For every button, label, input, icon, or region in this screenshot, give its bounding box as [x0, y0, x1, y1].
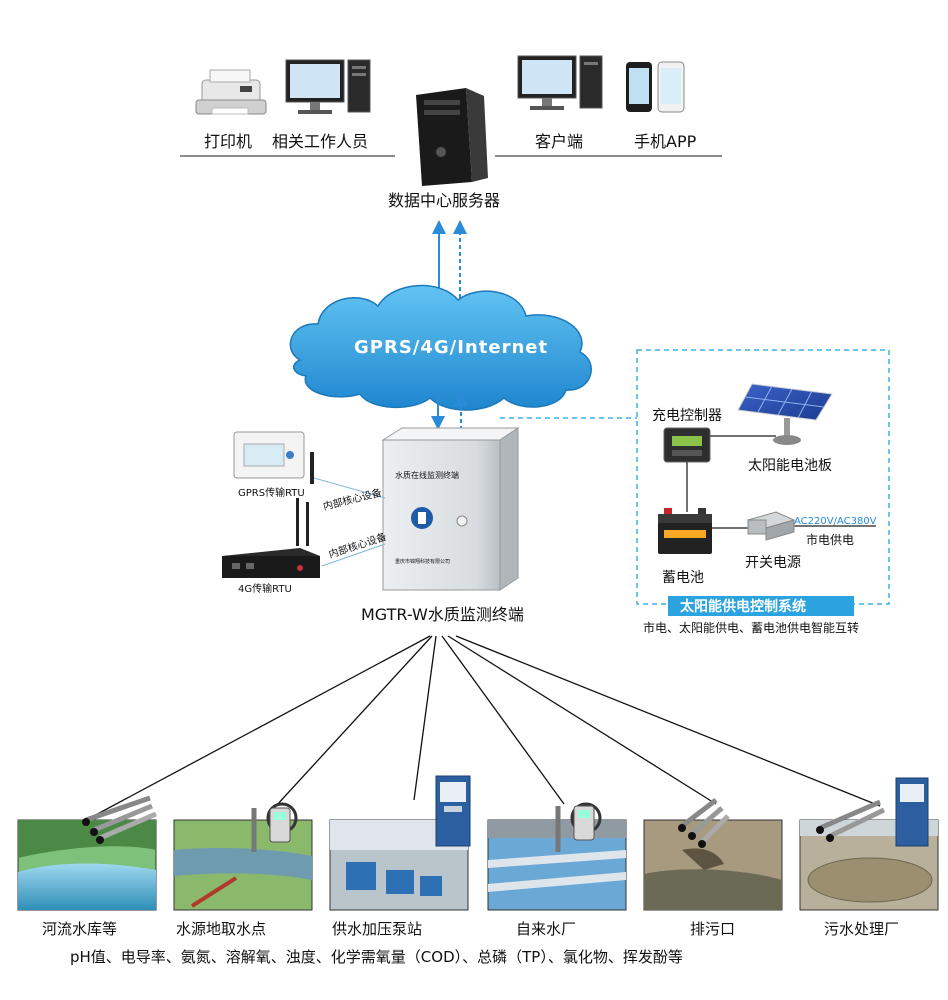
- core-label-2: 内部核心设备: [327, 530, 388, 561]
- staff-computer-icon: [285, 59, 371, 114]
- battery-icon: [658, 508, 712, 554]
- server-label: 数据中心服务器: [388, 191, 500, 210]
- system-desc: 市电、太阳能供电、蓄电池供电智能互转: [643, 620, 859, 635]
- solar-panel-label: 太阳能电池板: [748, 458, 832, 474]
- parameters-text: pH值、电导率、氨氮、溶解氧、浊度、化学需氧量（COD）、总磷（TP）、氯化物、…: [70, 948, 683, 966]
- charge-controller-label: 充电控制器: [652, 408, 722, 424]
- mobile-app-label: 手机APP: [634, 132, 697, 151]
- lte-rtu-label: 4G传输RTU: [238, 582, 292, 595]
- probe-cluster-icon: [82, 795, 157, 844]
- cabinet-label: 水质在线监测终端: [395, 470, 459, 480]
- analyzer-cabinet-icon: [435, 775, 471, 847]
- site-photo-river: [17, 819, 157, 911]
- site-label-1: 河流水库等: [42, 920, 117, 938]
- system-title-badge: [668, 596, 854, 616]
- solar-panel-icon: [737, 383, 833, 445]
- gprs-rtu-icon: [233, 431, 314, 484]
- printer-label: 打印机: [204, 132, 252, 151]
- mobile-phone-icon: [626, 61, 685, 113]
- gprs-rtu-link: [313, 477, 386, 499]
- system-title: 太阳能供电控制系统: [680, 598, 806, 615]
- site-label-6: 污水处理厂: [824, 920, 899, 938]
- analyzer-cabinet-icon-2: [895, 777, 929, 847]
- charge-controller-icon: [663, 427, 711, 463]
- uplink-arrow-dashed: [453, 220, 467, 305]
- client-computer-icon: [517, 55, 603, 110]
- grid-voltage-label: AC220V/AC380V: [794, 516, 877, 527]
- site-label-4: 自来水厂: [516, 920, 576, 938]
- site-label-5: 排污口: [690, 920, 735, 938]
- core-label-1: 内部核心设备: [322, 486, 383, 513]
- site-label-2: 水源地取水点: [176, 920, 266, 938]
- monitoring-cabinet: [381, 427, 520, 591]
- terminal-name: MGTR-W水质监测终端: [361, 605, 524, 624]
- switch-power-icon: [746, 511, 796, 541]
- staff-label: 相关工作人员: [272, 132, 368, 151]
- battery-label: 蓄电池: [662, 570, 704, 586]
- cloud-label: GPRS/4G/Internet: [354, 337, 548, 358]
- downlink-arrow-dashed: [454, 392, 468, 430]
- client-label: 客户端: [535, 132, 583, 151]
- site-label-3: 供水加压泵站: [332, 920, 422, 938]
- controller-panel-link: [686, 435, 876, 529]
- probe-cluster-icon-3: [816, 799, 886, 842]
- site-photo-water-source: [173, 819, 313, 911]
- handheld-meter-icon: [251, 802, 298, 852]
- server-icon: [416, 88, 488, 186]
- lte-rtu-link: [321, 543, 386, 567]
- handheld-meter-icon-2: [555, 802, 602, 852]
- downlink-arrow-solid: [431, 392, 445, 430]
- printer-icon: [195, 69, 267, 115]
- fan-lines: [89, 635, 881, 819]
- probe-cluster-icon-2: [678, 798, 730, 848]
- switch-power-label: 开关电源: [745, 555, 801, 571]
- gprs-rtu-label: GPRS传输RTU: [238, 486, 305, 499]
- lte-rtu-icon: [222, 498, 320, 578]
- grid-power-label: 市电供电: [806, 532, 854, 547]
- site-photo-outfall: [643, 819, 783, 911]
- cloud-icon: [289, 284, 592, 411]
- cabinet-company: 重庆市锦翔科技有限公司: [395, 558, 450, 565]
